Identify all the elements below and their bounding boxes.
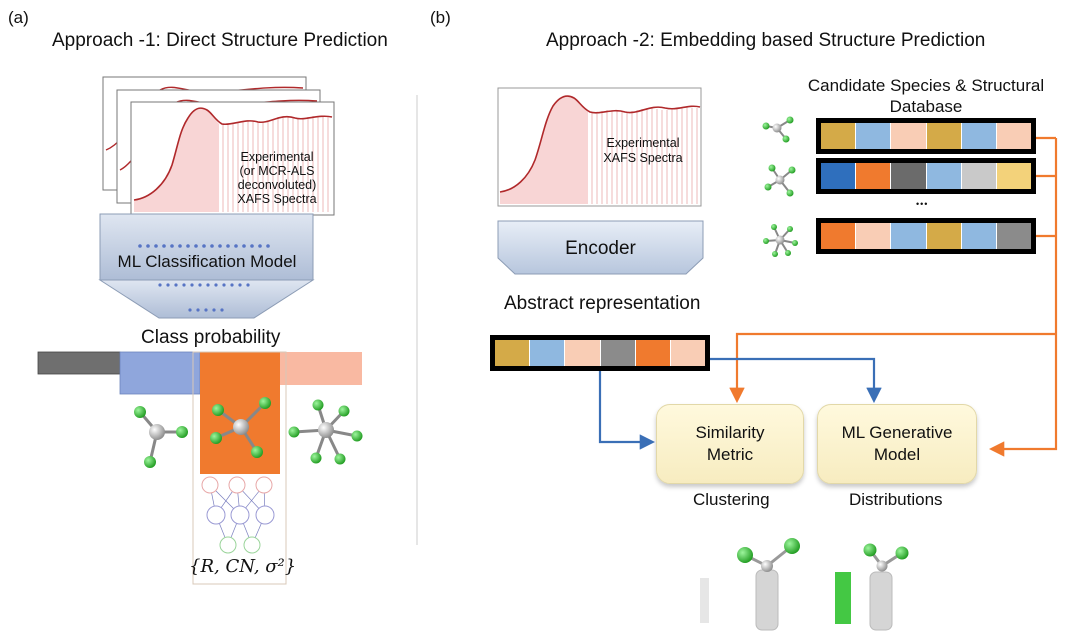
embedding-cell [995, 163, 1032, 189]
distributions-label: Distributions [849, 490, 943, 509]
panel-a-label: (a) [8, 8, 29, 27]
embedding-cell [855, 163, 891, 189]
embedding-cell [960, 163, 996, 189]
db-molecule-2 [764, 164, 796, 197]
embedding-row-1 [816, 118, 1036, 154]
molecule-left [134, 406, 188, 468]
embedding-cell [960, 223, 996, 249]
embedding-cell [564, 340, 600, 366]
ellipsis: ••• [916, 199, 929, 209]
embedding-row-3 [816, 218, 1036, 254]
embedding-cell [599, 340, 635, 366]
classification-model-label: ML Classification Model [117, 252, 297, 271]
neural-network-icon [201, 476, 275, 554]
embedding-cell [669, 340, 706, 366]
spectra-note-a: Experimental (or MCR-ALS deconvoluted) X… [237, 150, 317, 206]
molecule-right [288, 399, 363, 465]
abstract-representation-label: Abstract representation [504, 293, 701, 314]
db-molecule-3 [763, 224, 798, 257]
embedding-cell [890, 123, 926, 149]
embedding-cell [925, 223, 961, 249]
similarity-metric-box: Similarity Metric [656, 404, 804, 484]
orange-connectors [729, 136, 1058, 457]
spectra-card-front [130, 101, 335, 216]
abstract-embedding [490, 335, 710, 371]
embedding-cell [890, 223, 926, 249]
output-structure-clustering [700, 538, 800, 631]
clustering-label: Clustering [693, 490, 770, 509]
embedding-cell [821, 223, 856, 249]
embedding-cell [821, 123, 856, 149]
embedding-cell [925, 163, 961, 189]
panel-b-label: (b) [430, 8, 451, 27]
embedding-cell [995, 223, 1032, 249]
spectra-note-b: Experimental XAFS Spectra [603, 136, 683, 165]
class-probability-label: Class probability [141, 327, 281, 348]
embedding-cell [890, 163, 926, 189]
encoder-label: Encoder [565, 238, 636, 259]
encoder-shape [497, 220, 704, 275]
structure-params-label: {R, CN, σ²} [189, 556, 297, 577]
probability-bars [37, 351, 362, 474]
embedding-cell [529, 340, 565, 366]
panel-a-title: Approach -1: Direct Structure Prediction [52, 30, 388, 51]
embedding-cell [925, 123, 961, 149]
selected-class-frame [192, 351, 287, 585]
embedding-cell [960, 123, 996, 149]
embedding-cell [855, 123, 891, 149]
spectra-card-b [497, 87, 702, 207]
embedding-cell [634, 340, 670, 366]
embedding-row-2 [816, 158, 1036, 194]
database-title: Candidate Species & Structural Database [807, 76, 1045, 116]
panel-b-title: Approach -2: Embedding based Structure P… [546, 30, 986, 51]
output-structure-distributions [835, 543, 909, 631]
db-molecule-1 [762, 116, 794, 143]
embedding-cell [495, 340, 530, 366]
molecule-center [210, 397, 271, 458]
embedding-cell [821, 163, 856, 189]
blue-connectors [598, 357, 882, 450]
classification-funnel [98, 213, 315, 319]
ml-generative-model-box: ML Generative Model [817, 404, 977, 484]
embedding-cell [855, 223, 891, 249]
embedding-cell [995, 123, 1032, 149]
